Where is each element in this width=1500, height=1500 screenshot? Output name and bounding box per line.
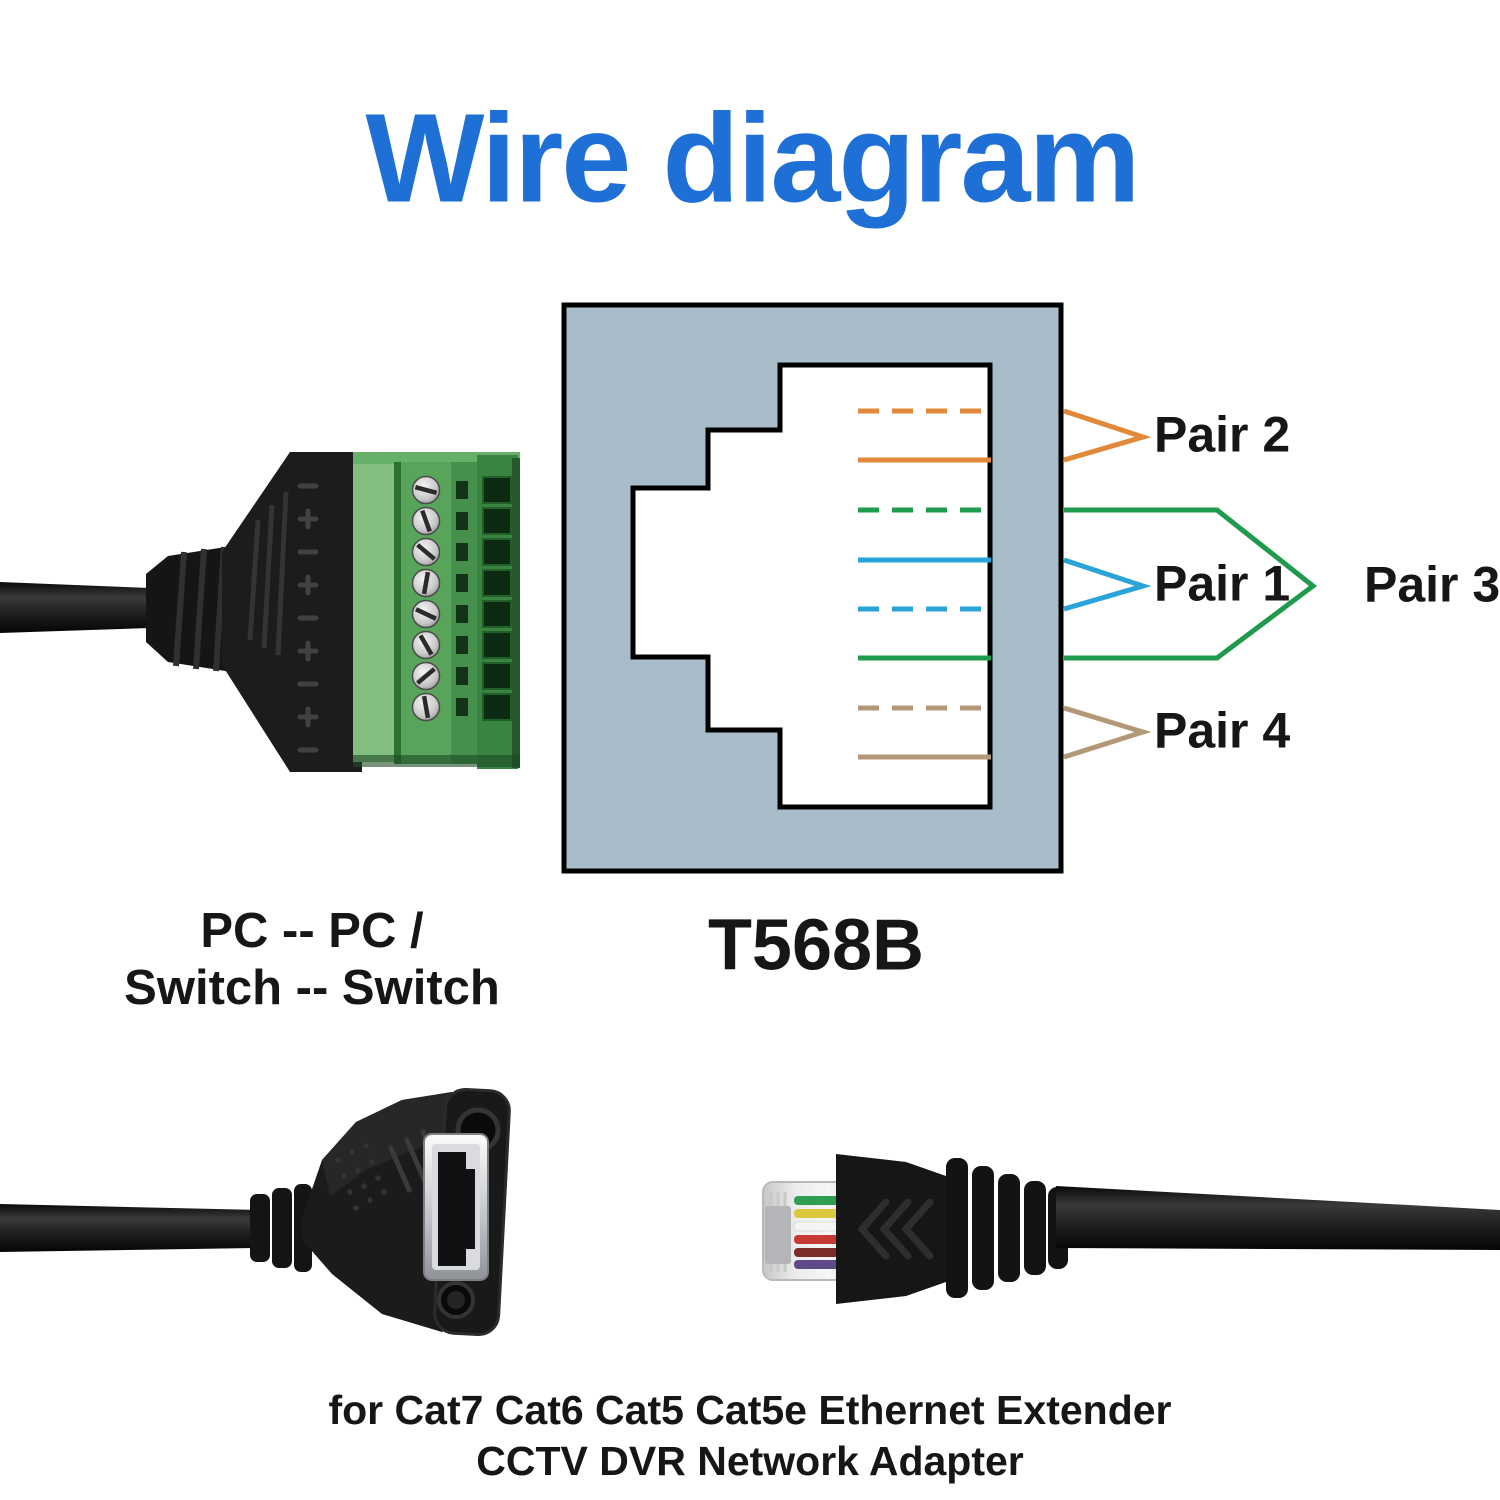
terminal-plug-holes bbox=[482, 476, 512, 721]
rj45-female-connector-photo bbox=[0, 1088, 511, 1336]
terminal-wire-slots bbox=[456, 481, 468, 716]
adapter-cable bbox=[0, 582, 150, 633]
plug-boot bbox=[836, 1154, 946, 1304]
female-jack-opening bbox=[438, 1152, 475, 1266]
pair1-chevron bbox=[1063, 557, 1152, 612]
boot-chevron-marks bbox=[857, 1198, 934, 1260]
rj45-jack-wiring-diagram bbox=[561, 302, 1318, 874]
left-connector-caption-line1: PC -- PC / bbox=[200, 904, 424, 959]
jack-pin-wires bbox=[858, 408, 991, 760]
adapter-strain-relief bbox=[146, 546, 232, 672]
housing-pinstripes bbox=[247, 491, 289, 656]
plug-cable bbox=[1056, 1186, 1500, 1250]
minus-marks bbox=[297, 483, 319, 753]
pair-2-label: Pair 2 bbox=[1154, 406, 1291, 463]
plug-strain-ribs bbox=[946, 1158, 1068, 1298]
terminal-bottom-shadow bbox=[353, 755, 520, 767]
flange-screw-head bbox=[447, 1291, 465, 1309]
pair2-chevron bbox=[1063, 408, 1152, 463]
terminal-right-edge bbox=[512, 458, 520, 768]
pair-4-label: Pair 4 bbox=[1154, 702, 1291, 759]
female-housing-top-facet bbox=[322, 1092, 452, 1196]
terminal-block-adapter-photo bbox=[0, 452, 520, 772]
plus-marks bbox=[297, 508, 319, 728]
plug-metal-pad bbox=[765, 1206, 791, 1264]
rj45-jack-outline bbox=[630, 362, 993, 810]
left-connector-caption-line2: Switch -- Switch bbox=[124, 961, 500, 1015]
pair-chevrons bbox=[1063, 408, 1318, 760]
rj45-male-plug-photo bbox=[762, 1154, 1500, 1304]
adapter-housing bbox=[222, 452, 362, 772]
pair-3-label: Pair 3 bbox=[1364, 556, 1500, 613]
pair3-chevron bbox=[1064, 507, 1318, 661]
terminal-divider bbox=[394, 462, 401, 764]
page-title: Wire diagram bbox=[365, 87, 1140, 229]
terminal-left-face bbox=[353, 464, 394, 762]
female-cable bbox=[0, 1204, 258, 1252]
pair-1-label: Pair 1 bbox=[1154, 555, 1291, 612]
texture-dots bbox=[335, 1143, 387, 1211]
footer-caption-line2: CCTV DVR Network Adapter bbox=[476, 1438, 1024, 1484]
terminal-screws bbox=[411, 475, 441, 722]
left-connector-caption: PC -- PC / Switch -- Switch bbox=[124, 903, 500, 1017]
footer-caption: for Cat7 Cat6 Cat5 Cat5e Ethernet Extend… bbox=[328, 1385, 1171, 1487]
wiring-standard-label: T568B bbox=[707, 905, 925, 986]
footer-caption-line1: for Cat7 Cat6 Cat5 Cat5e Ethernet Extend… bbox=[328, 1387, 1172, 1434]
pair4-chevron bbox=[1063, 705, 1152, 760]
